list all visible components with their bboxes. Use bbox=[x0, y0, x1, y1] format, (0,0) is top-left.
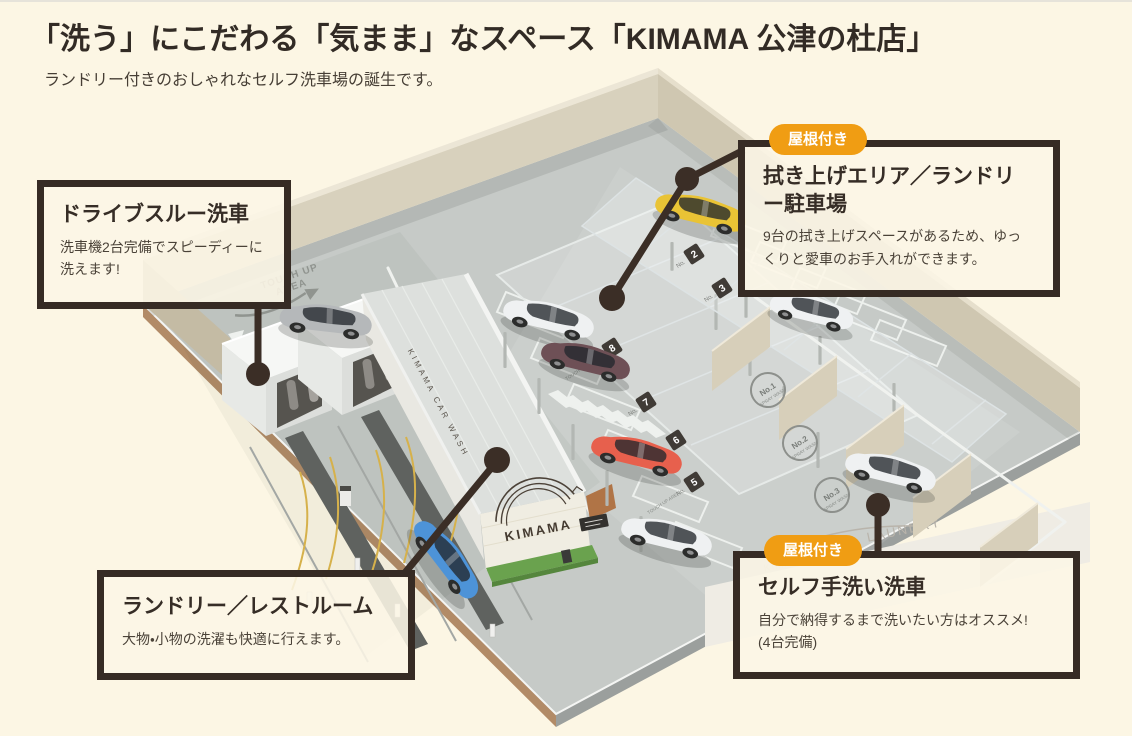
callout-drive-through-wash: ドライブスルー洗車 洗車機2台完備でスピーディーに洗えます! bbox=[37, 180, 291, 309]
callout-title: セルフ手洗い洗車 bbox=[758, 576, 926, 599]
callout-body-line2: (4台完備) bbox=[758, 633, 818, 650]
plate-number-6: 6 bbox=[671, 434, 682, 446]
callout-body: 大物・小物の洗濯も快適に行えます。 bbox=[122, 630, 350, 647]
callout-body: 自分で納得するまで洗いたい方はオススメ! bbox=[758, 611, 1028, 628]
page-subtitle: ランドリー付きのおしゃれなセルフ洗車場の誕生です。 bbox=[44, 72, 443, 89]
callout-title: ランドリー／レストルーム bbox=[122, 595, 374, 618]
callout-body: 洗車機2台完備でスピーディーに洗えます! bbox=[60, 238, 263, 277]
plate-number-8: 8 bbox=[607, 342, 618, 354]
page-title: 「洗う」にこだわる「気まま」なスペース「KIMAMA 公津の杜店」 bbox=[30, 23, 937, 56]
ticket-machine bbox=[340, 486, 351, 506]
roofed-badge: 屋根付き bbox=[764, 535, 863, 566]
callout-self-hand-wash: 屋根付き セルフ手洗い洗車 自分で納得するまで洗いたい方はオススメ! (4台完備… bbox=[733, 535, 1080, 679]
callout-title: ドライブスルー洗車 bbox=[60, 203, 249, 226]
plate-prefix: No. bbox=[628, 408, 639, 418]
plate-number-5: 5 bbox=[689, 476, 700, 488]
building-sign bbox=[579, 513, 609, 532]
callout-laundry-restroom: ランドリー／レストルーム 大物・小物の洗濯も快適に行えます。 bbox=[97, 570, 415, 680]
plate-prefix: No. bbox=[676, 488, 687, 498]
plate-number-7: 7 bbox=[641, 396, 652, 408]
callout-wipe-area: 屋根付き 拭き上げエリア／ランドリー駐車場 9台の拭き上げスペースがあるため、ゆ… bbox=[738, 124, 1060, 297]
callout-title: 拭き上げエリア／ランドリー駐車場 bbox=[763, 165, 1015, 216]
callout-body: 9台の拭き上げスペースがあるため、ゆっくりと愛車のお手入れができます。 bbox=[763, 228, 1022, 267]
roofed-badge: 屋根付き bbox=[769, 124, 868, 155]
